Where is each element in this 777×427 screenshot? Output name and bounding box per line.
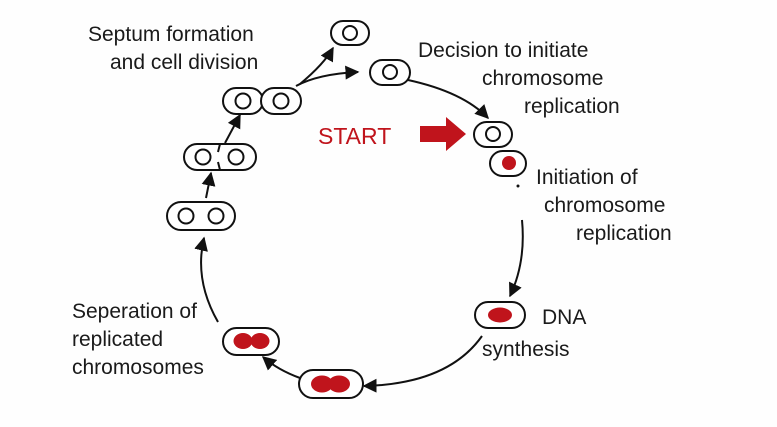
arrow-to-separation-cell: [261, 356, 301, 379]
cycle-arrows: [194, 46, 524, 393]
cell-constricting: [183, 143, 257, 171]
label-separation-line3: chromosomes: [72, 356, 204, 379]
arrow-separation-to-two-nuclei: [194, 236, 219, 323]
cell-two-nuclei: [166, 201, 236, 231]
label-initiation-line2: chromosome: [544, 194, 665, 217]
cell-initiation: [489, 150, 527, 188]
arrow-initiation-to-dna: [509, 219, 524, 298]
cell-dna-synthesis: [474, 301, 526, 329]
label-separation-line2: replicated: [72, 328, 163, 351]
arrow-dna-to-synthesis-cell: [362, 335, 483, 393]
start-arrow: [420, 117, 466, 151]
label-initiation-line3: replication: [576, 222, 672, 245]
arrow-septum-to-top-cell: [299, 46, 334, 85]
cell-daughter: [369, 59, 411, 86]
label-dna-line2: synthesis: [482, 338, 570, 361]
label-initiation-line1: Initiation of: [536, 166, 638, 189]
cell-septum: [222, 87, 302, 115]
label-decision-line3: replication: [524, 95, 620, 118]
cell-replicating: [298, 369, 364, 399]
label-separation-line1: Seperation of: [72, 300, 197, 323]
arrow-constriction-to-septum: [224, 113, 241, 144]
label-start: START: [318, 123, 391, 149]
arrow-decision-to-start: [407, 79, 489, 120]
label-decision-line1: Decision to initiate: [418, 39, 588, 62]
cell-separation: [222, 327, 280, 356]
arrow-two-nuclei-to-constriction: [201, 171, 216, 199]
cell-top: [330, 20, 370, 46]
cell-start: [473, 121, 513, 148]
label-dna-line1: DNA: [542, 306, 586, 329]
label-septum-line2: and cell division: [110, 51, 258, 74]
label-decision-line2: chromosome: [482, 67, 603, 90]
label-septum-line1: Septum formation: [88, 23, 254, 46]
